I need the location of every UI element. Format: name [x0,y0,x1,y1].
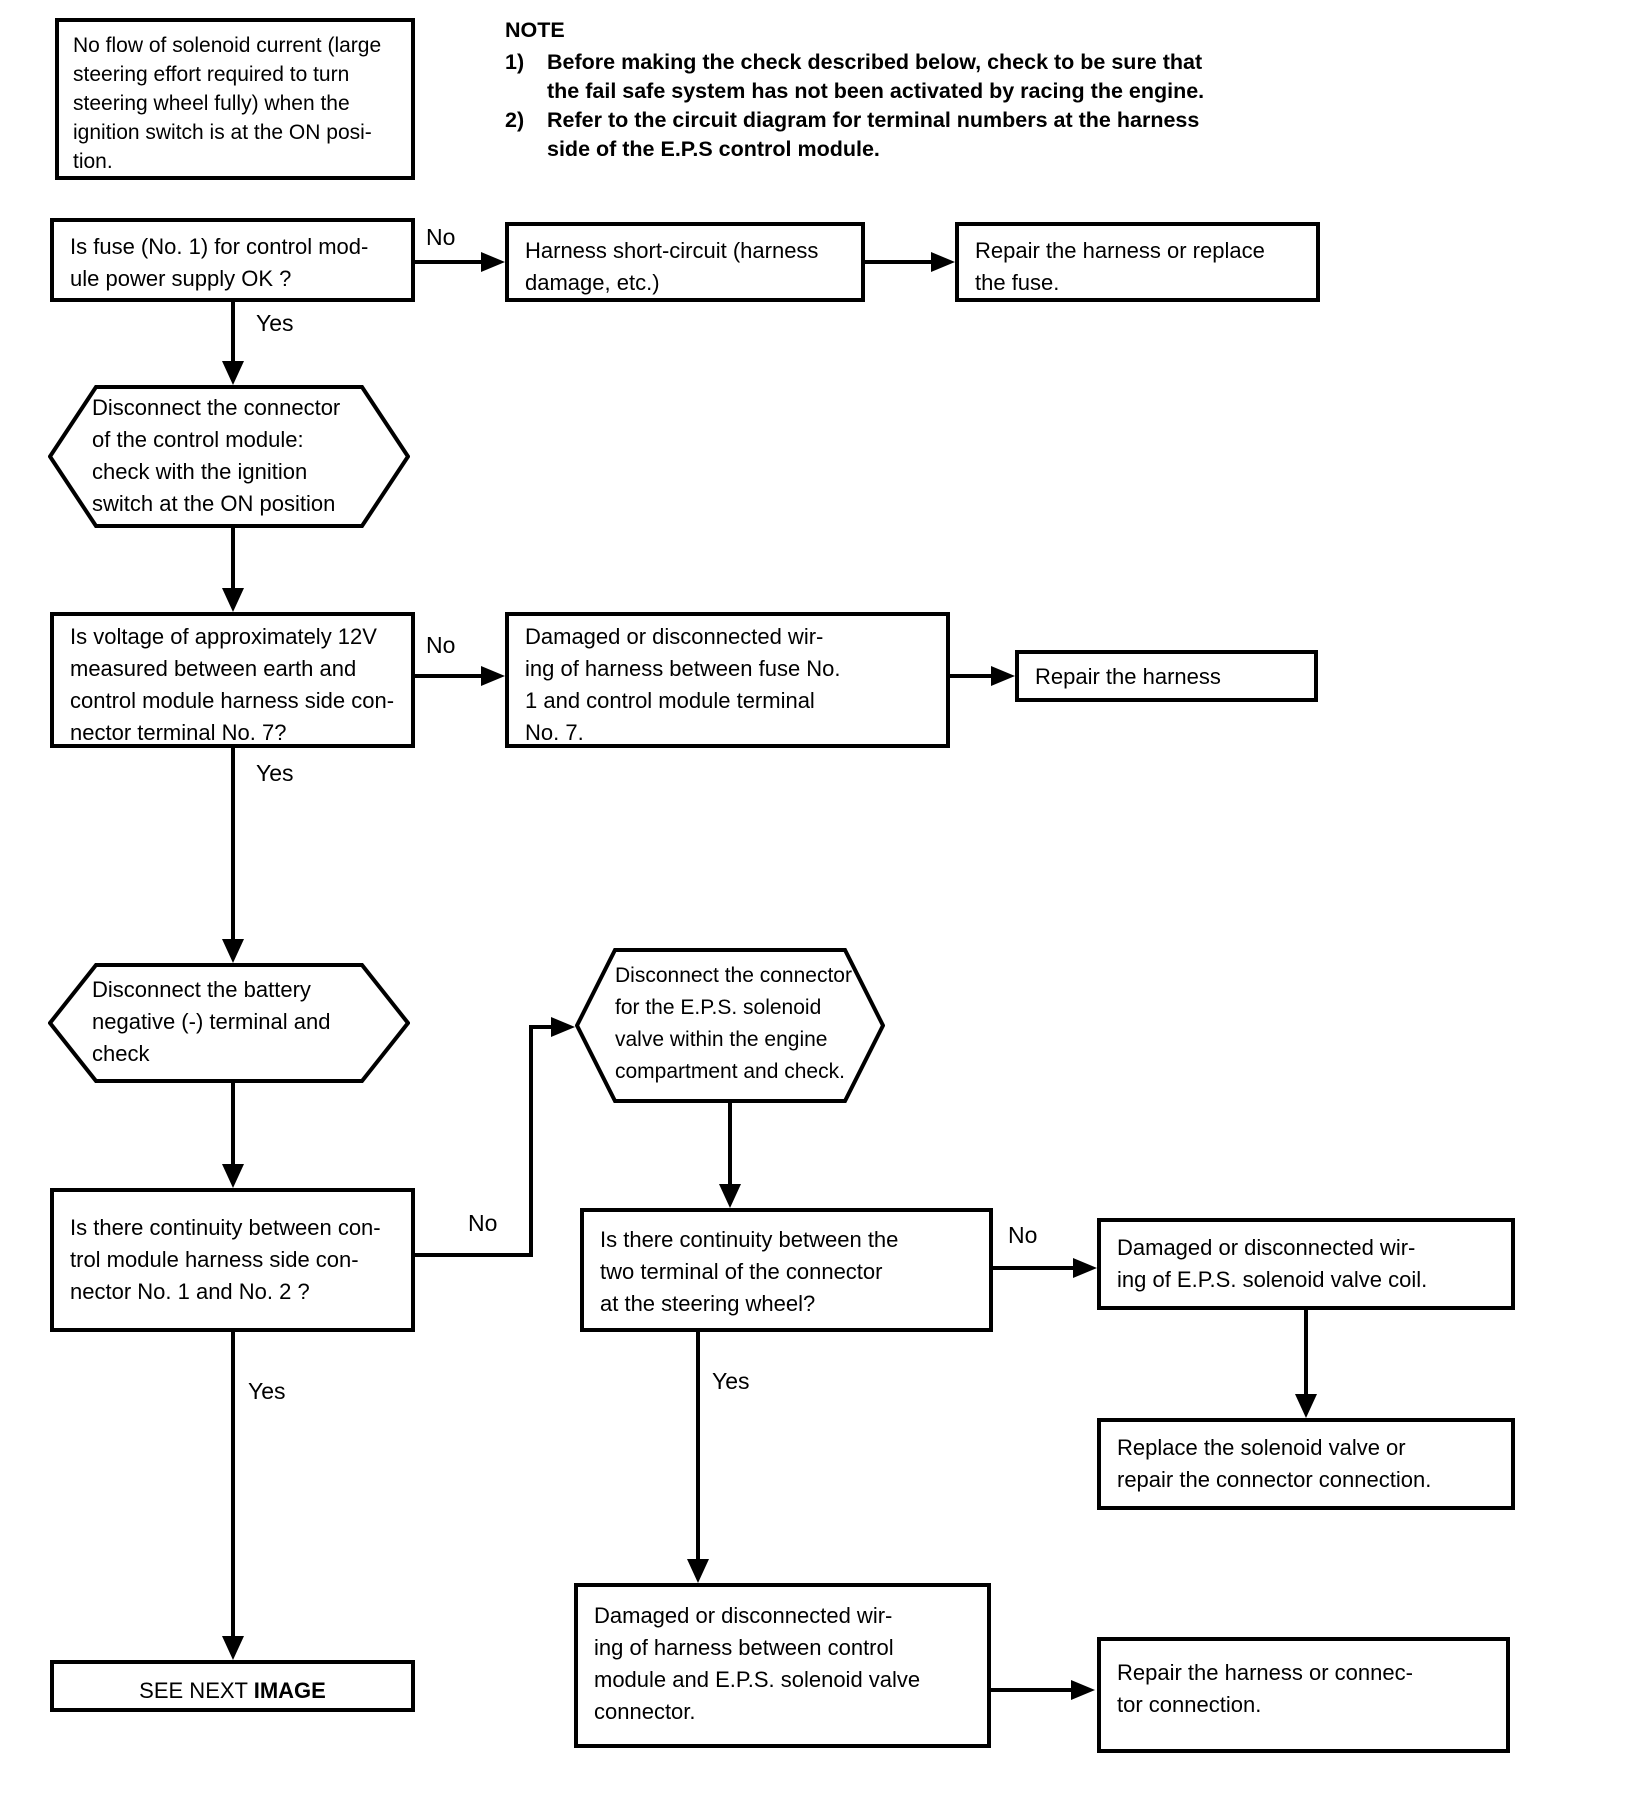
arrow-see-next-head [222,1636,244,1660]
arrow-hex2-down-line [231,1083,235,1165]
arrow-connector-yes-head [687,1559,709,1583]
note-title: NOTE [505,18,565,42]
elbow-continuity-no-head [551,1017,575,1037]
arrow-voltage-yes-line [231,748,235,940]
action-repair-fuse-box: Repair the harness or replace the fuse. [955,222,1320,302]
note-item-1-number: 1) [505,50,525,74]
no-label-voltage: No [426,632,456,658]
arrow-hex1-down-head [222,588,244,612]
hexagon-shape [48,385,410,528]
arrow-bottom-repair-line [991,1688,1073,1692]
arrow-see-next-line [231,1332,235,1636]
cause-wiring-fuse-box: Damaged or disconnected wir- ing of harn… [505,612,950,748]
yes-label-continuity-connector: Yes [712,1368,750,1394]
note-item-2: 2) Refer to the circuit diagram for term… [505,106,1305,164]
no-label-fuse: No [426,224,456,250]
arrow-hex2-down-head [222,1164,244,1188]
cause-harness-short-box: Harness short-circuit (harness damage, e… [505,222,865,302]
process-disconnect-solenoid-hexagon: Disconnect the connector for the E.P.S. … [575,948,885,1103]
see-next-prefix: SEE NEXT [139,1678,254,1703]
problem-statement-box: No flow of solenoid current (large steer… [55,18,415,180]
yes-label-voltage: Yes [256,760,294,786]
hexagon-shape [575,948,885,1103]
note-block: NOTE 1) Before making the check describe… [505,16,1305,164]
note-item-2-text: Refer to the circuit diagram for termina… [547,108,1200,161]
elbow-continuity-no-bottom [415,1253,533,1257]
no-label-continuity-module: No [468,1210,498,1236]
process-disconnect-battery-text: Disconnect the battery negative (-) term… [92,977,331,1066]
arrow-coil-replace-line [1304,1310,1308,1394]
process-disconnect-module-hexagon: Disconnect the connector of the control … [48,385,410,528]
process-disconnect-battery-hexagon: Disconnect the battery negative (-) term… [48,963,410,1083]
arrow-connector-yes-line [696,1332,700,1559]
decision-continuity-connector-box: Is there continuity between the two term… [580,1208,993,1332]
elbow-continuity-no-vertical [529,1025,533,1257]
decision-fuse-ok-box: Is fuse (No. 1) for control mod- ule pow… [50,218,415,302]
arrow-voltage-no-head [481,666,505,686]
elbow-continuity-no-top [529,1025,553,1029]
arrow-bottom-repair-head [1071,1680,1095,1700]
arrow-connector-no-head [1073,1258,1097,1278]
see-next-image-box: SEE NEXT IMAGE [50,1660,415,1712]
arrow-wiring-repair-head [991,666,1015,686]
see-next-emphasis: IMAGE [253,1678,326,1703]
action-repair-connector-box: Repair the harness or connec- tor connec… [1097,1637,1510,1753]
process-disconnect-solenoid-text: Disconnect the connector for the E.P.S. … [615,964,852,1083]
arrow-voltage-yes-head [222,939,244,963]
note-item-1: 1) Before making the check described bel… [505,48,1305,106]
cause-wiring-control-solenoid-box: Damaged or disconnected wir- ing of harn… [574,1583,991,1748]
arrow-fuse-yes-line [231,302,235,364]
arrow-fuse-no-head [481,252,505,272]
arrow-short-repair-line [865,260,933,264]
arrow-short-repair-head [931,252,955,272]
arrow-hex1-down-line [231,528,235,590]
hexagon-shape [48,963,410,1083]
action-replace-solenoid-box: Replace the solenoid valve or repair the… [1097,1418,1515,1510]
decision-continuity-module-box: Is there continuity between con- trol mo… [50,1188,415,1332]
no-label-continuity-connector: No [1008,1222,1038,1248]
arrow-coil-replace-head [1295,1394,1317,1418]
decision-voltage-box: Is voltage of approximately 12V measured… [50,612,415,748]
arrow-fuse-yes-head [222,361,244,385]
arrow-fuse-no-line [415,260,483,264]
arrow-voltage-no-line [415,674,483,678]
note-item-2-number: 2) [505,108,525,132]
arrow-hex3-down-line [728,1103,732,1184]
cause-wiring-solenoid-coil-box: Damaged or disconnected wir- ing of E.P.… [1097,1218,1515,1310]
arrow-connector-no-line [993,1266,1075,1270]
process-disconnect-module-text: Disconnect the connector of the control … [92,395,341,516]
yes-label-continuity-module: Yes [248,1378,286,1404]
note-item-1-text: Before making the check described below,… [547,50,1205,103]
arrow-wiring-repair-line [950,674,993,678]
arrow-hex3-down-head [719,1184,741,1208]
yes-label-fuse: Yes [256,310,294,336]
action-repair-harness-box: Repair the harness [1015,650,1318,702]
